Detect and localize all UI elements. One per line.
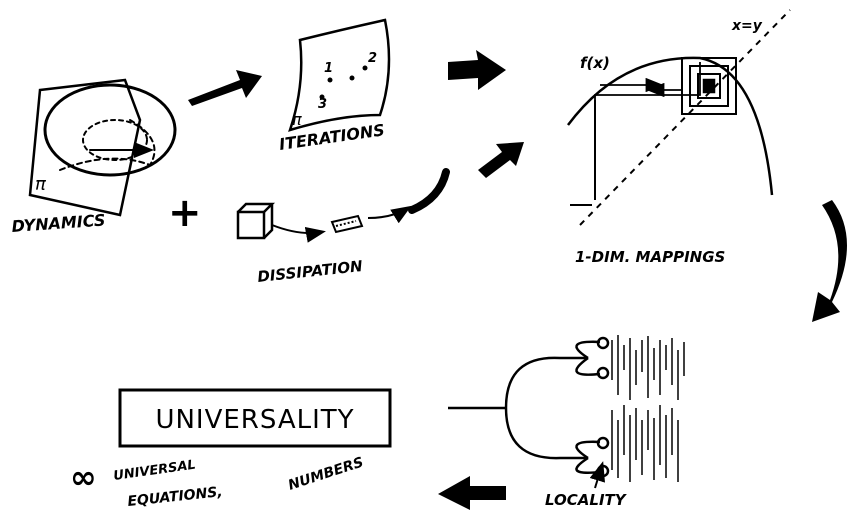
pi-label-iterations: π xyxy=(292,110,302,129)
iter-point-1: 1 xyxy=(324,61,333,76)
arrow-to-iterations xyxy=(188,70,262,106)
dissipation-label: DISSIPATION xyxy=(257,257,364,286)
universal-label: UNIVERSAL xyxy=(112,458,196,484)
universality-box xyxy=(118,388,392,448)
dissipation-arrow-1 xyxy=(271,224,326,243)
mappings-label: 1-DIM. MAPPINGS xyxy=(575,248,725,266)
equations-label: EQUATIONS, xyxy=(127,484,224,510)
f-of-x-label: f(x) xyxy=(580,54,610,72)
iterations-sketch xyxy=(288,18,391,132)
infinity-symbol: ∞ xyxy=(70,458,97,496)
arrow-to-mappings-lower xyxy=(478,142,524,178)
locality-pointer xyxy=(589,461,605,489)
dissipation-arrow-2 xyxy=(367,205,412,224)
iter-point-2: 2 xyxy=(368,51,377,66)
mapping-plot xyxy=(566,9,791,226)
plus-sign: + xyxy=(168,190,202,236)
locality-label: LOCALITY xyxy=(545,491,628,509)
pi-label-dynamics: π xyxy=(35,174,47,195)
curved-arrow-down xyxy=(812,200,847,322)
x-eq-y-label: x=y xyxy=(731,18,763,34)
numbers-label: NUMBERS xyxy=(286,454,365,493)
iter-point-3: 3 xyxy=(318,97,327,112)
cube-icon xyxy=(236,202,276,240)
chaotic-region xyxy=(611,335,685,482)
dynamics-label: DYNAMICS xyxy=(11,210,106,236)
flattened-block-icon xyxy=(330,214,364,234)
thin-sheet-icon xyxy=(408,168,450,214)
bifurcation-tree xyxy=(448,336,610,478)
universality-label: UNIVERSALITY xyxy=(155,405,354,435)
dynamics-sketch xyxy=(28,78,177,217)
arrow-to-universality xyxy=(438,476,506,510)
arrow-to-mappings-top xyxy=(448,50,506,90)
